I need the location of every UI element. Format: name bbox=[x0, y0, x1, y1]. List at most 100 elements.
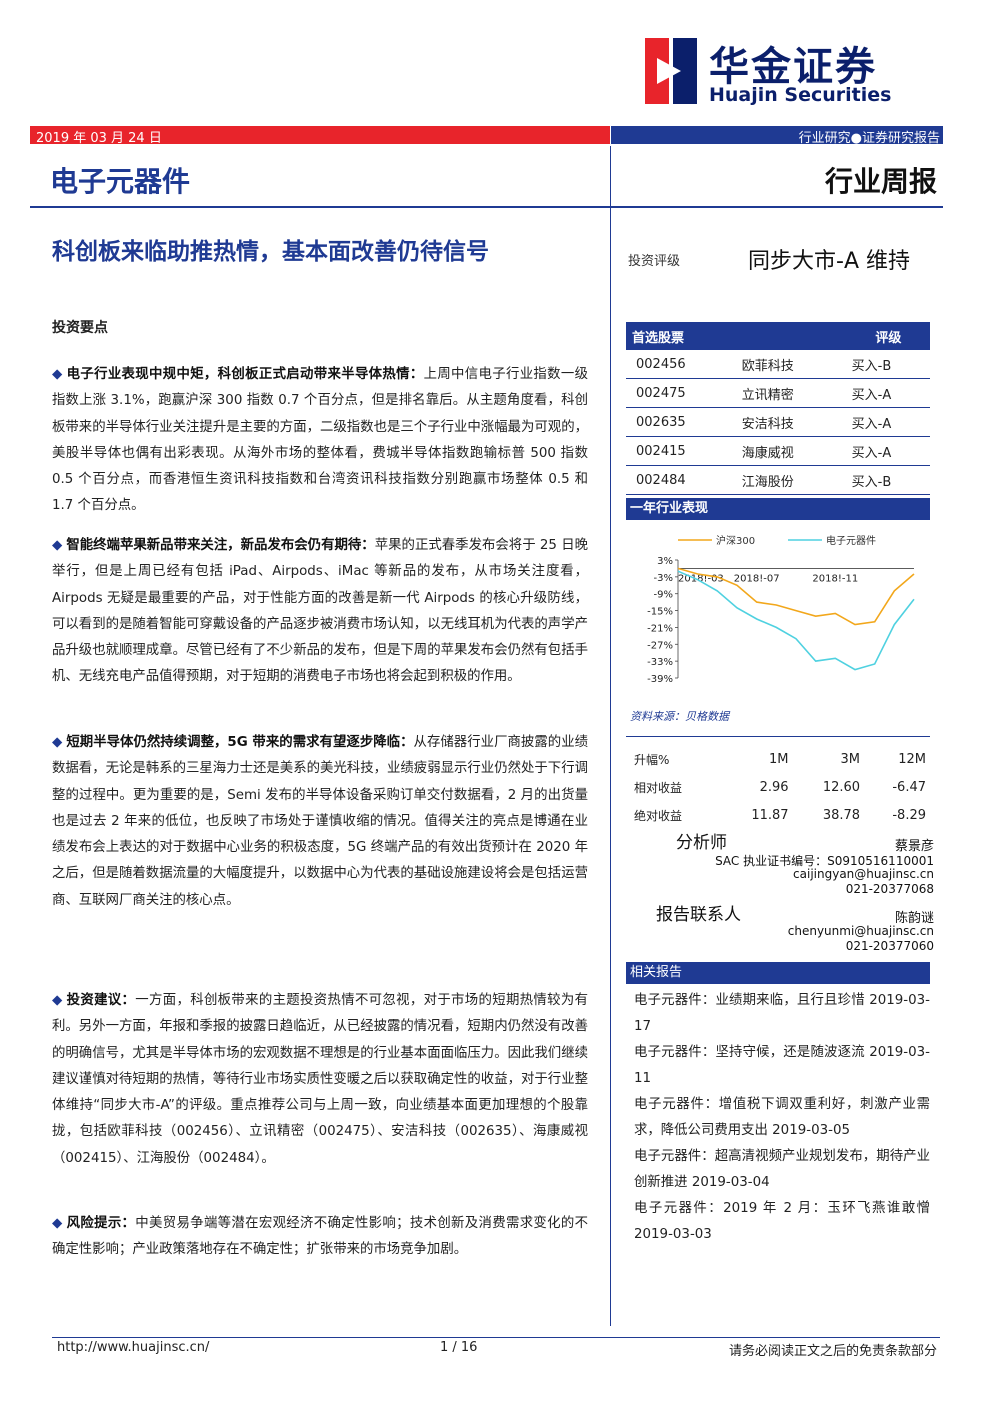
paragraph-body: 苹果的正式春季发布会将于 25 日晚举行，但是上周已经有包括 iPad、Airp… bbox=[52, 538, 588, 685]
paragraph-advice: ◆投资建议：一方面，科创板带来的主题投资热情不可忽视，对于市场的短期热情较为有利… bbox=[52, 988, 588, 1172]
logo-mark-icon bbox=[645, 38, 697, 104]
y-tick-label: -15% bbox=[647, 607, 673, 618]
paragraph-body: 中美贸易争端等潜在宏观经济不确定性影响；技术创新及消费需求变化的不确定性影响；产… bbox=[52, 1216, 589, 1258]
header-bar-left bbox=[30, 126, 610, 144]
related-report[interactable]: 电子元器件：超高清视频产业规划发布，期待产业创新推进 2019-03-04 bbox=[634, 1149, 930, 1190]
stock-table-header: 首选股票 评级 bbox=[626, 322, 930, 350]
paragraph-lead: 电子行业表现中规中矩，科创板正式启动带来半导体热情： bbox=[66, 367, 424, 382]
diamond-bullet-icon: ◆ bbox=[52, 1216, 63, 1231]
main-title: 科创板来临助推热情，基本面改善仍待信号 bbox=[52, 239, 489, 265]
stock-code: 002635 bbox=[626, 407, 732, 437]
paragraph-body: 上周中信电子行业指数一级指数上涨 3.1%，跑赢沪深 300 指数 0.7 个百… bbox=[52, 367, 588, 514]
footer-url-link[interactable]: http://www.huajinsc.cn/ bbox=[57, 1340, 210, 1355]
paragraph-risk: ◆风险提示：中美贸易争端等潜在宏观经济不确定性影响；技术创新及消费需求变化的不确… bbox=[52, 1211, 588, 1264]
diamond-bullet-icon: ◆ bbox=[52, 735, 63, 750]
logo-text-cn: 华金证券 bbox=[709, 44, 877, 90]
diamond-bullet-icon: ◆ bbox=[52, 993, 63, 1008]
stock-name: 江海股份 bbox=[731, 465, 842, 495]
perf-label: 绝对收益 bbox=[634, 808, 683, 823]
table-row: 升幅% 1M 3M 12M bbox=[626, 745, 934, 773]
stock-rating: 买入-B bbox=[841, 350, 930, 379]
perf-value: -8.29 bbox=[892, 807, 926, 823]
diamond-bullet-icon: ◆ bbox=[52, 538, 63, 553]
perf-value: 11.87 bbox=[751, 807, 789, 823]
stock-name: 安洁科技 bbox=[731, 407, 842, 437]
paragraph-lead: 风险提示： bbox=[66, 1216, 136, 1231]
related-report[interactable]: 电子元器件：2019 年 2 月：玉环飞燕谁敢憎 2019-03-03 bbox=[634, 1201, 930, 1242]
stock-code: 002484 bbox=[626, 465, 732, 495]
analyst-phone: 021-20377068 bbox=[845, 882, 934, 896]
chart-source: 资料来源：贝格数据 bbox=[630, 710, 729, 723]
stock-rating: 买入-A bbox=[841, 436, 930, 466]
footer-divider bbox=[52, 1337, 940, 1338]
header-bar-right bbox=[611, 126, 943, 144]
perf-label: 相对收益 bbox=[634, 780, 683, 795]
paragraph-lead: 智能终端苹果新品带来关注，新品发布会仍有期待： bbox=[66, 538, 375, 553]
y-tick-label: -9% bbox=[654, 590, 673, 601]
perf-value: 12.60 bbox=[822, 779, 861, 795]
table-row: 相对收益 2.96 12.60 -6.47 bbox=[626, 773, 934, 801]
perf-header: 12M bbox=[898, 751, 926, 767]
perf-header: 3M bbox=[840, 751, 861, 767]
paragraph-lead: 投资建议： bbox=[66, 993, 136, 1008]
stock-code: 002475 bbox=[626, 378, 732, 408]
diamond-bullet-icon: ◆ bbox=[52, 367, 63, 382]
stock-rating: 买入-B bbox=[841, 465, 930, 495]
logo-text-en: Huajin Securities bbox=[709, 84, 892, 106]
y-tick-label: -3% bbox=[654, 573, 673, 584]
perf-divider bbox=[626, 736, 930, 737]
x-tick-label: 2018!-11 bbox=[812, 573, 858, 584]
footer-disclaimer: 请务必阅读正文之后的免责条款部分 bbox=[728, 1344, 937, 1359]
company-logo: 华金证券 Huajin Securities bbox=[645, 38, 945, 108]
series-line bbox=[677, 570, 915, 671]
perf-value: -6.47 bbox=[892, 779, 926, 795]
stock-name: 海康威视 bbox=[731, 436, 842, 466]
paragraph-body: 从存储器行业厂商披露的业绩数据看，无论是韩系的三星海力士还是美系的美光科技，业绩… bbox=[52, 735, 589, 908]
rating-value: 同步大市-A 维持 bbox=[748, 249, 910, 274]
paragraph-terminal: ◆智能终端苹果新品带来关注，新品发布会仍有期待：苹果的正式春季发布会将于 25 … bbox=[52, 533, 588, 691]
stock-header-stock: 首选股票 bbox=[626, 322, 842, 350]
stock-name: 欧菲科技 bbox=[731, 350, 842, 379]
contact-name: 陈韵谜 bbox=[894, 911, 934, 926]
report-type: 行业研究●证券研究报告 bbox=[798, 131, 940, 146]
table-row: 绝对收益 11.87 38.78 -8.29 bbox=[626, 801, 934, 829]
stock-code: 002456 bbox=[626, 350, 732, 379]
stock-rating: 买入-A bbox=[841, 407, 930, 437]
paragraph-semiconductor: ◆短期半导体仍然持续调整，5G 带来的需求有望逐步降临：从存储器行业厂商披露的业… bbox=[52, 730, 588, 914]
y-tick-label: -21% bbox=[647, 623, 673, 634]
contact-label: 报告联系人 bbox=[656, 905, 741, 925]
analyst-email: caijingyan@huajinsc.cn bbox=[793, 867, 934, 881]
y-tick-label: -27% bbox=[647, 640, 673, 651]
rating-label: 投资评级 bbox=[628, 254, 681, 269]
paragraph-industry: ◆电子行业表现中规中矩，科创板正式启动带来半导体热情：上周中信电子行业指数一级指… bbox=[52, 362, 588, 520]
paragraph-lead: 短期半导体仍然持续调整，5G 带来的需求有望逐步降临： bbox=[66, 735, 414, 750]
header-divider bbox=[30, 206, 943, 208]
report-date: 2019 年 03 月 24 日 bbox=[36, 131, 162, 146]
related-report[interactable]: 电子元器件：坚持守候，还是随波逐流 2019-03-11 bbox=[634, 1045, 930, 1086]
perf-header: 1M bbox=[769, 751, 789, 767]
perf-value: 2.96 bbox=[759, 779, 789, 795]
contact-email: chenyunmi@huajinsc.cn bbox=[787, 924, 934, 938]
analyst-name: 蔡景彦 bbox=[894, 839, 934, 854]
report-kind: 行业周报 bbox=[824, 165, 937, 198]
contact-phone: 021-20377060 bbox=[845, 939, 934, 953]
x-tick-label: 2018!-03 bbox=[678, 573, 724, 584]
y-tick-label: 3% bbox=[657, 556, 673, 567]
stock-name: 立讯精密 bbox=[731, 378, 842, 408]
performance-table: 升幅% 1M 3M 12M 相对收益 2.96 12.60 -6.47 绝对收益… bbox=[626, 745, 934, 829]
legend-label: 电子元器件 bbox=[826, 534, 876, 547]
y-tick-label: -39% bbox=[647, 674, 673, 685]
related-report[interactable]: 电子元器件：增值税下调双重利好，刺激产业需求，降低公司费用支出 2019-03-… bbox=[634, 1097, 930, 1138]
invest-key-heading: 投资要点 bbox=[52, 320, 108, 336]
chart-section-title: 一年行业表现 bbox=[626, 498, 930, 520]
sector-title: 电子元器件 bbox=[50, 165, 191, 198]
stock-code: 002415 bbox=[626, 436, 732, 466]
related-report[interactable]: 电子元器件：业绩期来临，且行且珍惜 2019-03-17 bbox=[634, 993, 930, 1034]
paragraph-body: 一方面，科创板带来的主题投资热情不可忽视，对于市场的短期热情较为有利。另外一方面… bbox=[52, 993, 589, 1166]
